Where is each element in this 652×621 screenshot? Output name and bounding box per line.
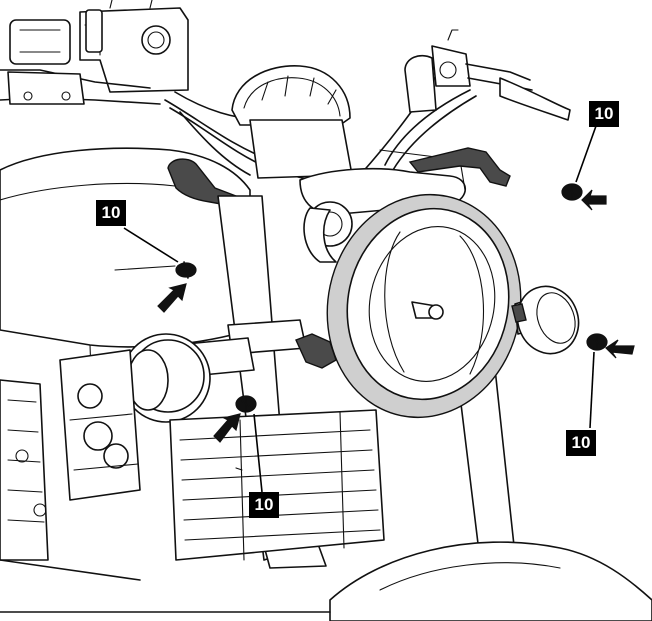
arrow-upper-right — [581, 189, 607, 211]
leader-line-3 — [589, 351, 595, 429]
front-fender — [329, 541, 652, 621]
arrow-upper-left — [157, 283, 187, 313]
leader-line-4 — [253, 413, 263, 493]
left-turn-signal — [121, 333, 255, 423]
leader-line-2 — [575, 125, 597, 183]
screw-lower-left — [235, 395, 257, 413]
brake-fluid-reservoir — [79, 0, 189, 93]
arrow-lower-right — [605, 339, 635, 359]
handlebar-left — [0, 19, 161, 105]
engine-left — [0, 349, 141, 581]
part-callout-lower-right: 10 — [566, 430, 596, 456]
screw-upper-left — [175, 261, 197, 279]
screw-lower-right — [586, 333, 608, 351]
leader-line-1 — [123, 227, 179, 263]
handlebar-right — [404, 29, 571, 121]
right-turn-signal — [511, 285, 580, 355]
radiator-grille — [169, 409, 385, 561]
part-callout-upper-right: 10 — [589, 101, 619, 127]
instrument-cluster — [231, 65, 353, 179]
part-callout-lower-left: 10 — [249, 492, 279, 518]
headlamp — [326, 193, 522, 419]
part-callout-upper-left: 10 — [96, 200, 126, 226]
screw-upper-right — [561, 183, 583, 201]
arrow-lower-left — [213, 413, 241, 443]
headlamp-mount-bracket-left — [295, 333, 337, 369]
